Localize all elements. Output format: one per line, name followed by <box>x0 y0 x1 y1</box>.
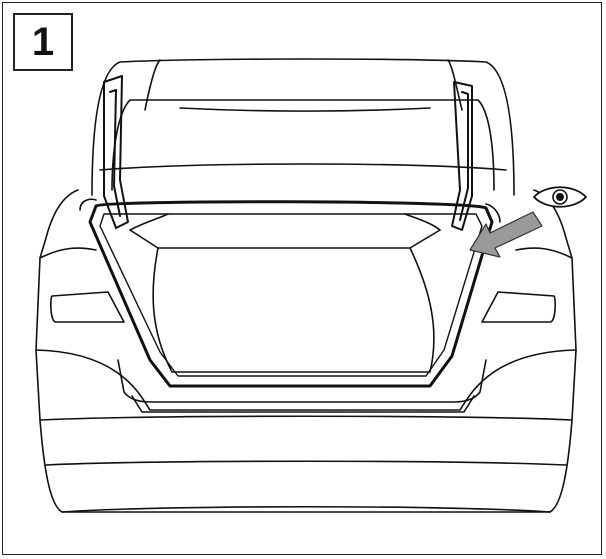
car-body <box>35 189 577 513</box>
tail-light-right <box>481 291 556 323</box>
step-badge: 1 <box>13 13 73 71</box>
eye-icon <box>533 186 587 208</box>
tail-light-left <box>50 291 125 323</box>
trunk-hinge-left <box>103 75 129 229</box>
trunk-hinge-right <box>451 81 473 231</box>
pointer-arrow-icon <box>469 211 543 258</box>
trunk-opening <box>79 198 501 388</box>
rear-panel <box>117 359 487 413</box>
step-number: 1 <box>31 20 55 64</box>
trunk-lid <box>91 58 515 196</box>
trunk-floor <box>129 213 441 373</box>
